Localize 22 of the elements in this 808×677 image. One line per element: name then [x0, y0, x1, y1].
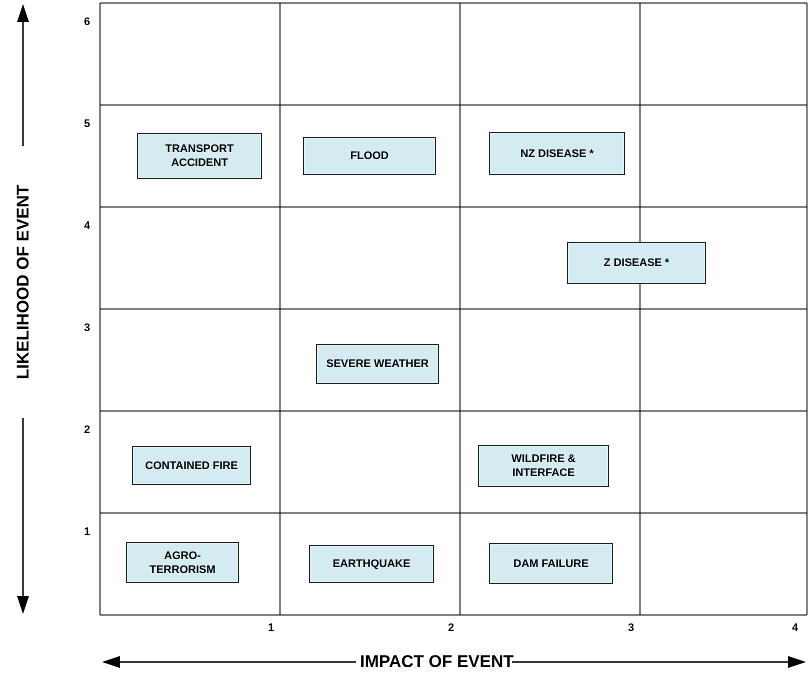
tick-label: 1: [268, 623, 274, 634]
tick-label: 6: [84, 17, 90, 28]
tick-label: 1: [84, 527, 90, 538]
tick-label: 2: [84, 425, 90, 436]
risk-box: FLOOD: [303, 137, 436, 175]
tick-label: 5: [84, 119, 90, 130]
risk-box: NZ DISEASE *: [489, 132, 625, 175]
tick-label: 2: [448, 623, 454, 634]
risk-box: AGRO- TERRORISM: [126, 542, 239, 583]
tick-label: 4: [792, 623, 798, 634]
tick-label: 4: [84, 221, 90, 232]
risk-box: SEVERE WEATHER: [316, 344, 439, 384]
risk-box: DAM FAILURE: [489, 543, 613, 584]
risk-box: CONTAINED FIRE: [132, 446, 251, 485]
tick-label: 3: [628, 623, 634, 634]
risk-box: WILDFIRE & INTERFACE: [478, 445, 609, 487]
axis-title: IMPACT OF EVENT: [360, 652, 514, 672]
tick-label: 3: [84, 323, 90, 334]
risk-box: TRANSPORT ACCIDENT: [137, 133, 262, 179]
risk-box: Z DISEASE *: [567, 242, 706, 284]
axis-title: LIKELIHOOD OF EVENT: [12, 184, 34, 382]
risk-box: EARTHQUAKE: [309, 545, 434, 583]
